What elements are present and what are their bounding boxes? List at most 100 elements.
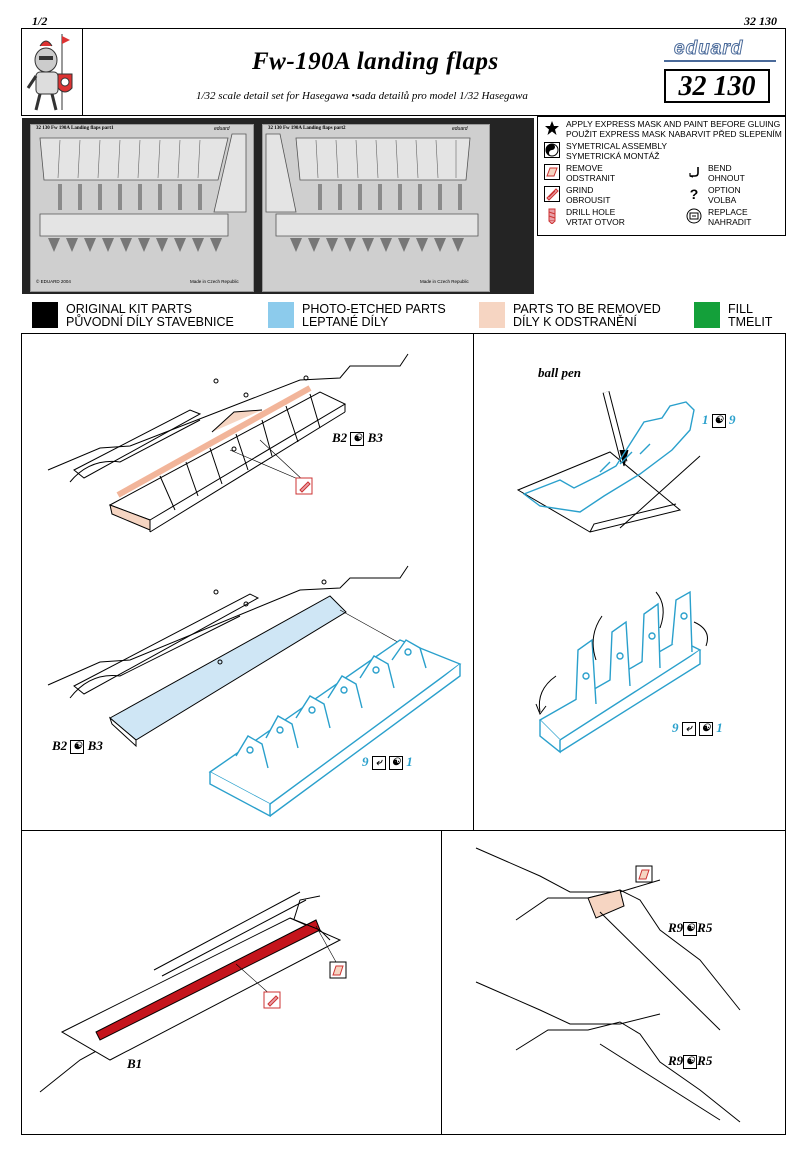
step4-arrows — [535, 591, 708, 716]
divider-horizontal — [21, 830, 786, 831]
legend-text: VRTAT OTVOR — [566, 216, 625, 227]
yin-yang-icon: ☯ — [70, 740, 85, 755]
legend-text: APPLY EXPRESS MASK AND PAINT BEFORE GLUI… — [566, 119, 781, 129]
legend-text: ODSTRANIT — [566, 172, 616, 183]
color-key-text: TMELIT — [728, 315, 773, 329]
step3-callout: 1 ☯ 9 — [702, 412, 736, 429]
bend-icon: ⤶ — [371, 756, 386, 771]
part-ref: R5 — [697, 920, 713, 935]
legend-text: REMOVE — [566, 163, 603, 173]
header-frame — [21, 28, 786, 116]
remove-marker-2-icon — [638, 869, 650, 880]
bend-icon — [686, 164, 702, 180]
legend-box — [537, 116, 786, 236]
legend-text: SYMETRICKÁ MONTÁŽ — [566, 150, 660, 161]
step7-callout: R9☯R5 — [668, 1053, 713, 1070]
fret-copyright: © EDUARD 2004 — [36, 279, 71, 284]
remove-icon — [544, 164, 560, 180]
legend-text: OPTION — [708, 185, 741, 195]
part-ref: B2 — [52, 738, 68, 753]
swatch-original-kit — [32, 302, 58, 328]
steps-outer-frame — [21, 333, 786, 1135]
knight-logo — [22, 30, 82, 114]
step1-callout: B2 ☯ B3 — [332, 430, 383, 447]
divider-vertical-top — [473, 333, 474, 831]
grind-icon — [544, 186, 560, 202]
yin-yang-icon — [544, 142, 560, 158]
legend-text: DRILL HOLE — [566, 207, 616, 217]
kit-code-box: 32 130 — [664, 69, 770, 103]
eduard-logo-underline — [664, 60, 776, 62]
part-ref: B2 — [332, 430, 348, 445]
remove-marker-1-icon — [332, 965, 344, 976]
eduard-logo: eduard — [673, 38, 744, 60]
fret-part1-label: 32 130 Fw 190A Landing flaps part1 — [36, 126, 114, 131]
header-logo-divider — [82, 28, 83, 116]
step6-callout: R9☯R5 — [668, 920, 713, 937]
option-icon: ? — [690, 186, 699, 202]
grind-marker-2-icon — [267, 995, 279, 1007]
step5-drawing — [39, 891, 342, 1093]
part-ref: R9 — [668, 920, 684, 935]
step2-callout: B2 ☯ B3 — [52, 738, 103, 755]
step7-drawing — [475, 981, 741, 1123]
step2-pe-part — [208, 639, 462, 818]
step5-callout: B1 — [127, 1056, 143, 1071]
part-ref: 9 — [362, 754, 369, 769]
step3-tool-label: ball pen — [538, 365, 581, 380]
legend-text: SYMETRICAL ASSEMBLY — [566, 141, 668, 151]
yin-yang-icon: ☯ — [711, 414, 726, 429]
replace-icon — [686, 208, 702, 224]
step3-pe-part — [522, 401, 695, 513]
color-key-text: ORIGINAL KIT PARTS — [66, 302, 192, 316]
fret-made-in-2: Made in Czech Republic — [420, 279, 469, 284]
part-ref: 9 — [729, 412, 736, 427]
step2-pe-callout: 9 ⤶ ☯ 1 — [362, 754, 413, 771]
part-ref: R5 — [697, 1053, 713, 1068]
part-ref: 1 — [716, 720, 723, 735]
bend-icon: ⤶ — [681, 722, 696, 737]
swatch-photo-etched — [268, 302, 294, 328]
swatch-remove — [479, 302, 505, 328]
yin-yang-icon: ☯ — [683, 1055, 698, 1070]
legend: APPLY EXPRESS MASK AND PAINT BEFORE GLUI… — [544, 119, 784, 234]
legend-text: POUŽIT EXPRESS MASK NABARVIT PŘED SLEPEN… — [566, 128, 782, 139]
step1-drawing — [47, 353, 409, 533]
part-ref: B3 — [87, 738, 103, 753]
legend-text: BEND — [708, 163, 732, 173]
color-key-text: DÍLY K ODSTRANĚNÍ — [513, 315, 637, 329]
part-ref: 1 — [702, 412, 709, 427]
page-subtitle: 1/32 scale detail set for Hasegawa •sada… — [196, 90, 528, 102]
legend-text: GRIND — [566, 185, 594, 195]
legend-text: REPLACE — [708, 207, 748, 217]
yin-yang-icon: ☯ — [350, 432, 365, 447]
yin-yang-icon: ☯ — [389, 756, 403, 771]
fret-brand-2: eduard — [452, 126, 468, 132]
color-key-text: PŮVODNÍ DÍLY STAVEBNICE — [66, 315, 234, 329]
legend-text: OHNOUT — [708, 172, 745, 183]
yin-yang-icon: ☯ — [699, 722, 713, 737]
step3-drawing — [516, 391, 701, 533]
drill-icon — [548, 208, 556, 224]
legend-item-mask: APPLY EXPRESS MASK AND PAINT BEFORE GLUI… — [544, 119, 782, 139]
color-key-text: FILL — [728, 302, 754, 316]
svg-text:?: ? — [690, 186, 699, 202]
step2-drawing — [47, 565, 431, 748]
swatch-fill — [694, 302, 720, 328]
page-number: 1/2 — [32, 14, 48, 28]
step4-callout: 9 ⤶ ☯ 1 — [672, 720, 723, 737]
fret-made-in-1: Made in Czech Republic — [190, 279, 239, 284]
star-icon — [545, 121, 559, 135]
fret-part2-label: 32 130 Fw 190A Landing flaps part2 — [268, 126, 346, 131]
grind-marker-1-icon — [299, 481, 311, 493]
kit-code-corner: 32 130 — [744, 14, 777, 28]
part-ref: B3 — [367, 430, 383, 445]
